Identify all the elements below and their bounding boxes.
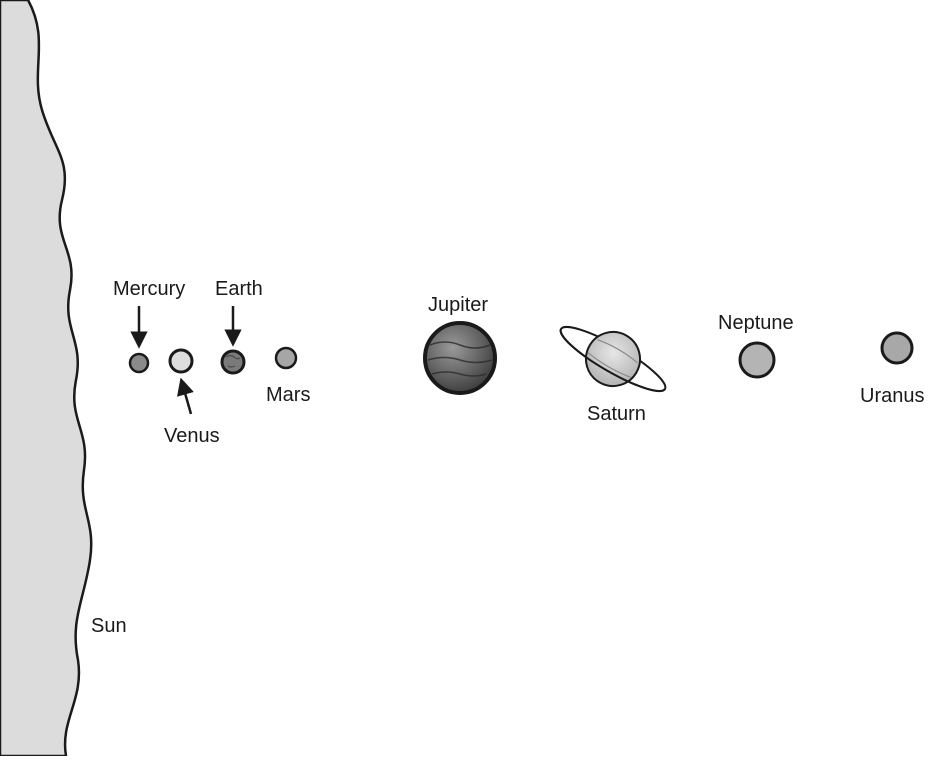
uranus-planet: [882, 333, 912, 363]
neptune-label: Neptune: [718, 312, 794, 334]
mars-planet: [276, 348, 296, 368]
mars-label: Mars: [266, 384, 310, 406]
saturn-label: Saturn: [587, 403, 646, 425]
venus-arrow: [183, 386, 191, 414]
mercury-planet: [130, 354, 148, 372]
earth-label: Earth: [215, 278, 263, 300]
uranus-label: Uranus: [860, 385, 924, 407]
venus-label: Venus: [164, 425, 220, 447]
earth-planet: [222, 351, 244, 373]
saturn-planet: [548, 306, 679, 413]
mercury-label: Mercury: [113, 278, 185, 300]
jupiter-label: Jupiter: [428, 294, 488, 316]
venus-planet: [170, 350, 192, 372]
sun-label: Sun: [91, 615, 127, 637]
neptune-planet: [740, 343, 774, 377]
sun-region: [0, 0, 91, 756]
